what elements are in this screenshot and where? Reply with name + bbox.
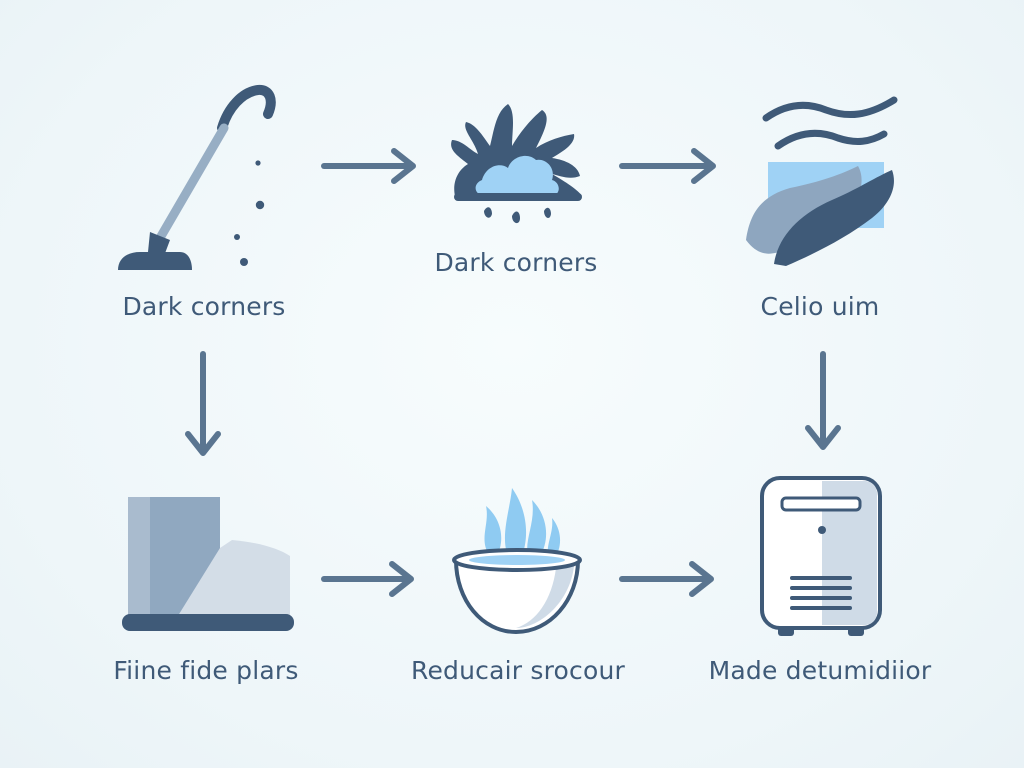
- dehumidifier-icon: [760, 476, 882, 636]
- wall-label: Fiine fide plars: [113, 656, 299, 685]
- vacuum-label: Dark corners: [122, 292, 286, 321]
- water-splash-icon: [451, 104, 582, 224]
- splash-label: Dark corners: [434, 248, 598, 277]
- arrow-bowl-to-dehumidifier: [619, 561, 714, 597]
- wind-label: Celio uim: [760, 292, 880, 321]
- dehumidifier-label: Made detumidiior: [708, 656, 932, 685]
- wall-panel-icon: [122, 497, 294, 631]
- vacuum-icon: [118, 85, 276, 270]
- arrow-vacuum-to-splash: [321, 148, 416, 184]
- arrow-vacuum-to-wall: [185, 351, 221, 456]
- arrow-splash-to-wind: [619, 148, 716, 184]
- arrow-wall-to-bowl: [321, 561, 414, 597]
- steaming-bowl-icon: [452, 488, 582, 635]
- bowl-label: Reducair srocour: [411, 656, 625, 685]
- air-flow-icon: [746, 96, 898, 266]
- arrow-wind-to-dehumidifier: [805, 351, 841, 450]
